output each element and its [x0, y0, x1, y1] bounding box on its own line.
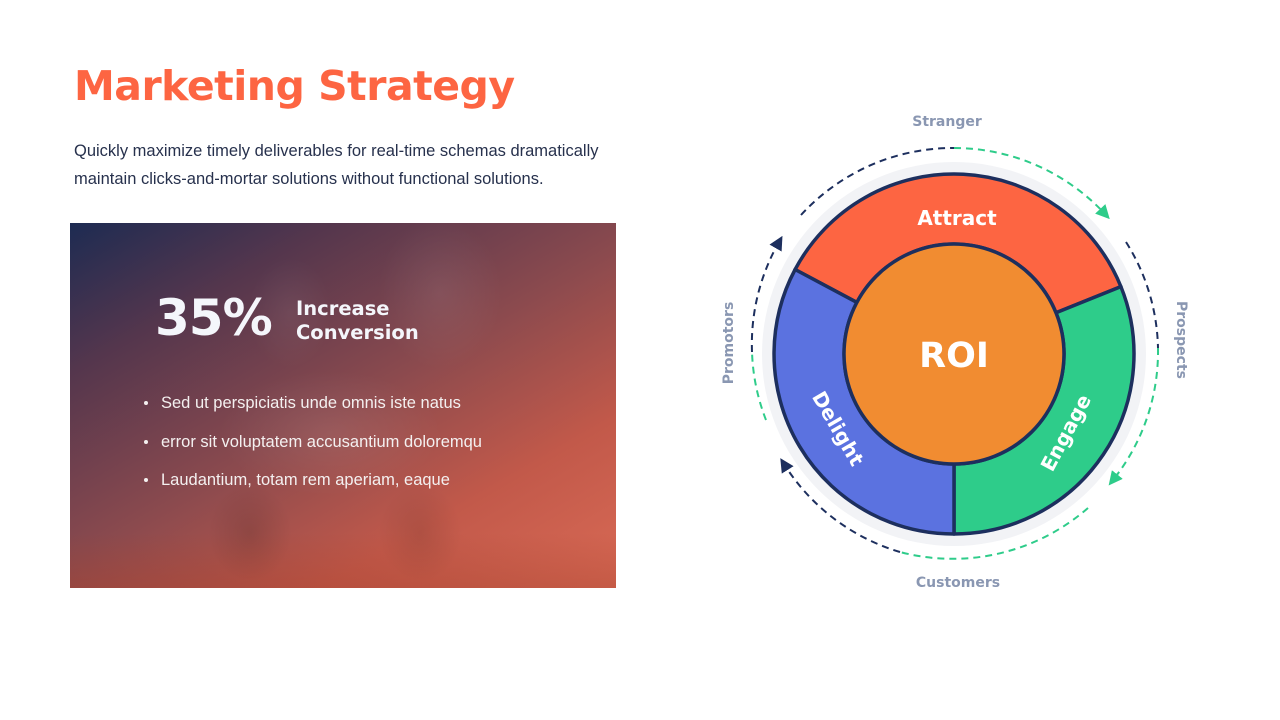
- bullet-item: Laudantium, totam rem aperiam, eaque: [144, 468, 482, 507]
- arrow-prospects-to-customers: [1125, 241, 1159, 349]
- roi-center: [842, 242, 1066, 466]
- bullet-list: Sed ut perspiciatis unde omnis iste natu…: [144, 391, 482, 507]
- stat-label: Increase Conversion: [296, 297, 419, 345]
- arrow-customers-to-promotors-tail: [780, 458, 901, 553]
- arrow-promotors-to-stranger: [751, 351, 767, 421]
- bullet-item: Sed ut perspiciatis unde omnis iste natu…: [144, 391, 482, 430]
- stat-card: 35% Increase Conversion Sed ut perspicia…: [70, 223, 616, 588]
- flywheel-diagram: Attract Engage Delight ROI Stranger Cust…: [700, 100, 1220, 600]
- arrow-prospects-to-customers-tail: [1108, 347, 1160, 486]
- bullet-item: error sit voluptatem accusantium dolorem…: [144, 430, 482, 469]
- arrow-stranger-to-prospects: [800, 146, 955, 216]
- page-title: Marketing Strategy: [74, 62, 515, 110]
- arrow-customers-to-promotors: [899, 507, 1089, 560]
- stage-label-stranger: Stranger: [912, 114, 982, 130]
- page-subtitle: Quickly maximize timely deliverables for…: [74, 142, 599, 188]
- stat-label-line1: Increase: [296, 297, 390, 320]
- roi-label: ROI: [919, 336, 989, 376]
- stage-label-customers: Customers: [916, 575, 1000, 591]
- segment-label-attract: Attract: [917, 206, 997, 230]
- stage-label-promotors: Promotors: [721, 302, 737, 385]
- stage-label-prospects: Prospects: [1173, 301, 1189, 379]
- card-background-photo: [70, 223, 616, 588]
- stat-label-line2: Conversion: [296, 321, 419, 344]
- arrow-stranger-to-prospects-tail: [953, 147, 1110, 220]
- stat-value: 35%: [155, 289, 273, 347]
